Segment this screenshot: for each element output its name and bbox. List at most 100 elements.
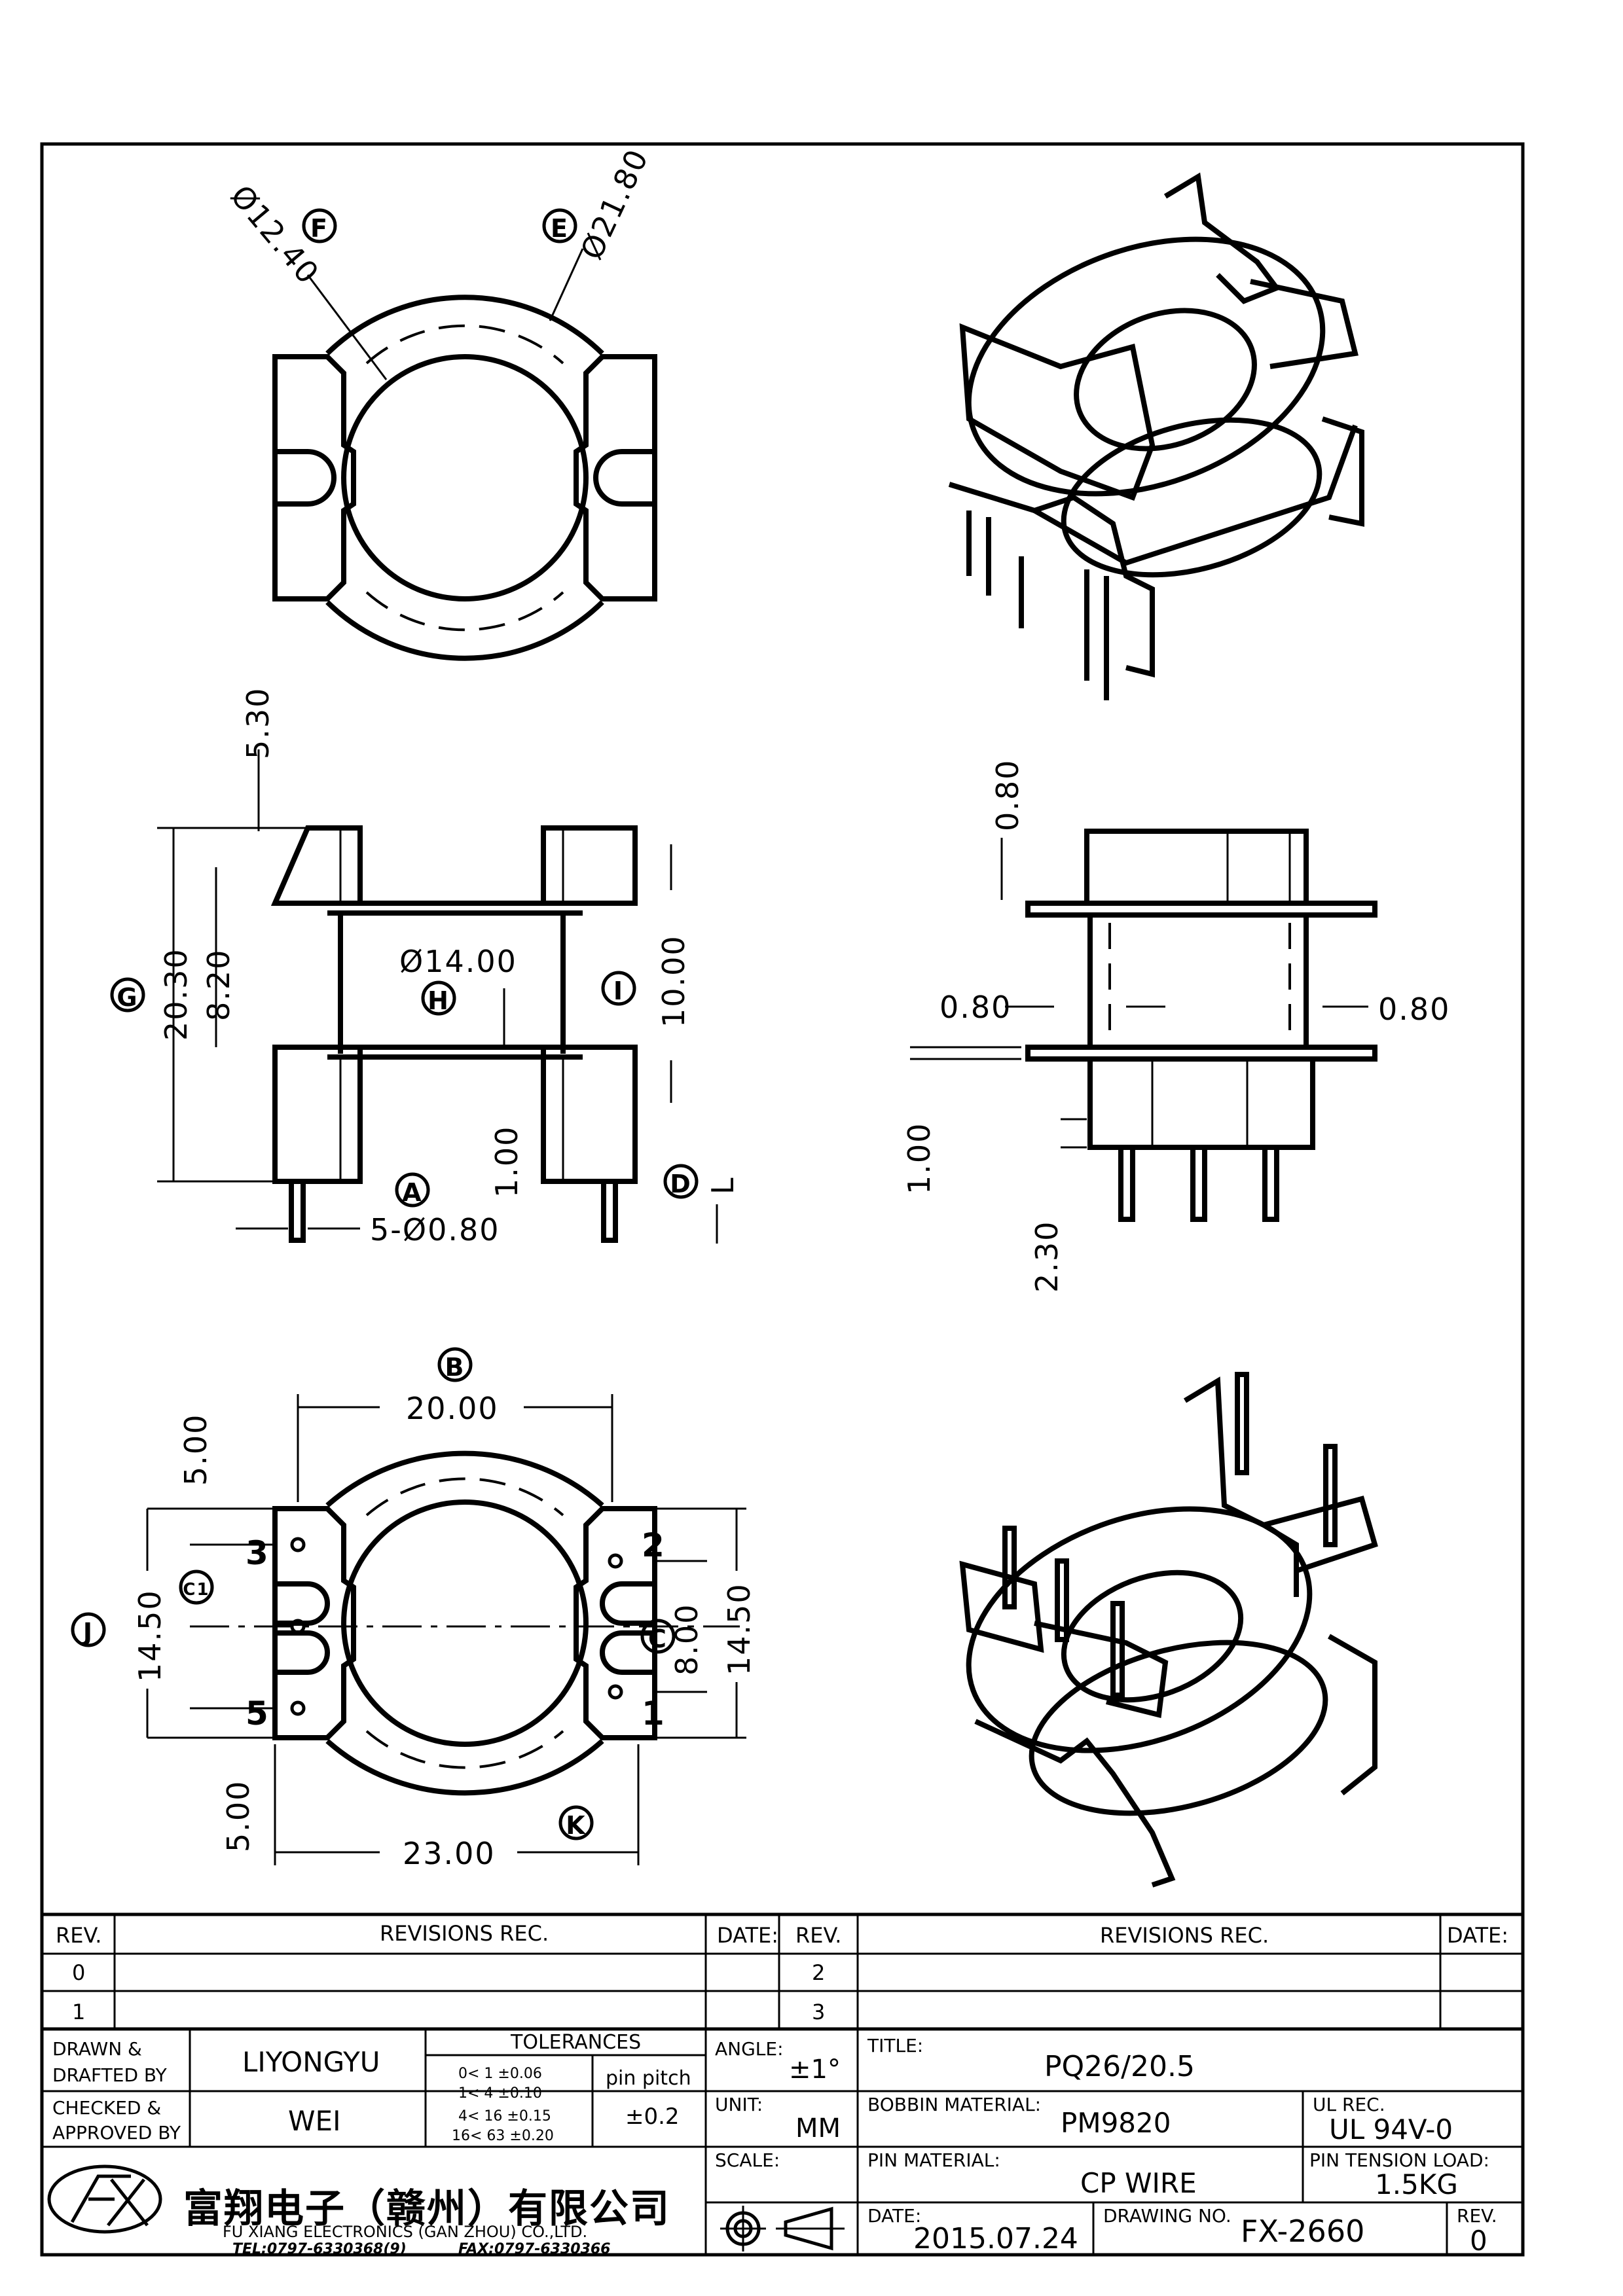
pin-number-5: 5 xyxy=(246,1695,268,1732)
dim-core-len: 10.00 xyxy=(656,935,691,1028)
pin-material-value: CP WIRE xyxy=(1080,2167,1197,2199)
date-header-right: DATE: xyxy=(1447,1923,1508,1948)
drawn-label-1: DRAWN & xyxy=(52,2038,142,2060)
isometric-view-top xyxy=(948,172,1364,700)
drawing-no-label: DRAWING NO. xyxy=(1103,2205,1231,2227)
svg-text:E: E xyxy=(551,214,569,243)
svg-text:B: B xyxy=(445,1353,465,1382)
side-view xyxy=(910,829,1377,1222)
svg-text:G: G xyxy=(117,983,138,1012)
rev-row-0: 0 xyxy=(72,1960,85,1985)
pin-number-3: 3 xyxy=(246,1534,268,1572)
callout-F: F xyxy=(302,208,337,243)
bottom-view xyxy=(146,1394,746,1865)
svg-text:F: F xyxy=(310,214,329,243)
dim-total-height: 20.30 xyxy=(158,948,194,1041)
tension-value: 1.5KG xyxy=(1375,2168,1458,2200)
angle-value: ±1° xyxy=(789,2054,841,2085)
callout-K: K xyxy=(558,1805,594,1840)
dim-w-14-50: 14.50 xyxy=(132,1589,168,1682)
rev-header-left: REV. xyxy=(56,1923,101,1948)
rec-header-right: REVISIONS REC. xyxy=(1100,1923,1269,1948)
svg-text:D: D xyxy=(670,1170,692,1198)
svg-text:K: K xyxy=(566,1811,586,1840)
dim-y-5-bot: 5.00 xyxy=(221,1780,256,1852)
dim-y-5-top: 5.00 xyxy=(178,1414,213,1486)
rev-row-2: 2 xyxy=(812,1960,825,1985)
svg-text:C1: C1 xyxy=(183,1580,210,1600)
svg-text:I: I xyxy=(613,977,624,1005)
ul-label: UL REC. xyxy=(1313,2094,1385,2115)
tolerance-row-1: 1< 4 ±0.10 xyxy=(458,2085,542,2102)
pin-number-1: 1 xyxy=(642,1695,665,1732)
pin-material-label: PIN MATERIAL: xyxy=(867,2149,1000,2171)
company-en: FU XIANG ELECTRONICS (GAN ZHOU) CO.,LTD. xyxy=(223,2223,587,2241)
unit-label: UNIT: xyxy=(715,2094,763,2115)
pin-number-2: 2 xyxy=(642,1526,665,1564)
callout-C1: C1 xyxy=(179,1570,214,1605)
rev-header-right: REV. xyxy=(795,1923,841,1948)
tolerance-row-3: 16< 63 ±0.20 xyxy=(452,2128,554,2144)
isometric-view-bottom xyxy=(959,1372,1378,1888)
callout-B: B xyxy=(437,1347,473,1382)
date-value: 2015.07.24 xyxy=(913,2222,1078,2255)
callout-H: H xyxy=(421,980,456,1016)
dim-width-b: 20.00 xyxy=(406,1391,499,1426)
company-fax: FAX:0797-6330366 xyxy=(458,2241,611,2257)
dim-pin-offset: 1.00 xyxy=(489,1126,524,1198)
dim-pin-len: 2.30 xyxy=(1029,1221,1065,1293)
dim-flange-t: 0.80 xyxy=(990,759,1025,831)
unit-value: MM xyxy=(795,2113,841,2144)
date-label: DATE: xyxy=(867,2205,921,2227)
projection-symbol-icon xyxy=(720,2206,845,2251)
svg-text:A: A xyxy=(402,1178,422,1207)
title-value: PQ26/20.5 xyxy=(1044,2050,1195,2083)
callout-C: C xyxy=(640,1619,676,1654)
tolerances-label: TOLERANCES xyxy=(510,2031,641,2054)
callout-I: I xyxy=(601,971,636,1006)
tolerance-row-0: 0< 1 ±0.06 xyxy=(458,2066,542,2082)
rev-row-3: 3 xyxy=(812,2000,825,2024)
tolerance-row-2: 4< 16 ±0.15 xyxy=(458,2108,551,2125)
ul-value: UL 94V-0 xyxy=(1329,2113,1453,2145)
bobbin-label: BOBBIN MATERIAL: xyxy=(867,2094,1041,2115)
drawn-label-2: DRAFTED BY xyxy=(52,2064,168,2086)
pin-pitch: ±0.2 xyxy=(625,2104,680,2130)
company-tel: TEL:0797-6330368(9) xyxy=(232,2241,407,2257)
svg-text:H: H xyxy=(428,986,450,1015)
checked-label-1: CHECKED & xyxy=(52,2097,161,2119)
dim-height-top: 5.30 xyxy=(240,687,276,759)
svg-text:C: C xyxy=(648,1624,668,1653)
revisions-table xyxy=(40,1912,1525,2031)
callout-J: J xyxy=(71,1612,106,1647)
pin-pitch-label: pin pitch xyxy=(606,2067,691,2090)
callout-D: D xyxy=(663,1164,699,1199)
scale-label: SCALE: xyxy=(715,2149,780,2171)
callout-A: A xyxy=(395,1172,430,1208)
callout-E: E xyxy=(542,208,577,243)
checked-label-2: APPROVED BY xyxy=(52,2122,181,2144)
dim-base-gap: 1.00 xyxy=(902,1122,937,1194)
rev-row-1: 1 xyxy=(72,2000,85,2024)
tension-label: PIN TENSION LOAD: xyxy=(1309,2149,1489,2171)
callout-G: G xyxy=(110,977,145,1013)
drawn-by: LIYONGYU xyxy=(242,2046,380,2078)
front-view xyxy=(157,749,718,1244)
title-block xyxy=(40,2027,1525,2257)
rev-label: REV. xyxy=(1457,2205,1497,2227)
angle-label: ANGLE: xyxy=(715,2038,784,2060)
bobbin-value: PM9820 xyxy=(1061,2107,1171,2139)
fx-logo xyxy=(47,2164,162,2234)
dim-wall-left: 0.80 xyxy=(939,990,1012,1025)
dim-L: L xyxy=(705,1176,740,1194)
svg-text:J: J xyxy=(81,1618,94,1647)
date-header-left: DATE: xyxy=(717,1923,778,1948)
company-cn: 富翔电子（赣州）有限公司 xyxy=(183,2186,670,2232)
drawing-no-value: FX-2660 xyxy=(1241,2214,1364,2249)
dim-wall-right: 0.80 xyxy=(1378,992,1450,1027)
sheet-border xyxy=(40,142,1525,2257)
dim-pins: 5-Ø0.80 xyxy=(370,1212,500,1247)
dim-width-k: 23.00 xyxy=(403,1836,496,1871)
checked-by: WEI xyxy=(288,2105,340,2137)
